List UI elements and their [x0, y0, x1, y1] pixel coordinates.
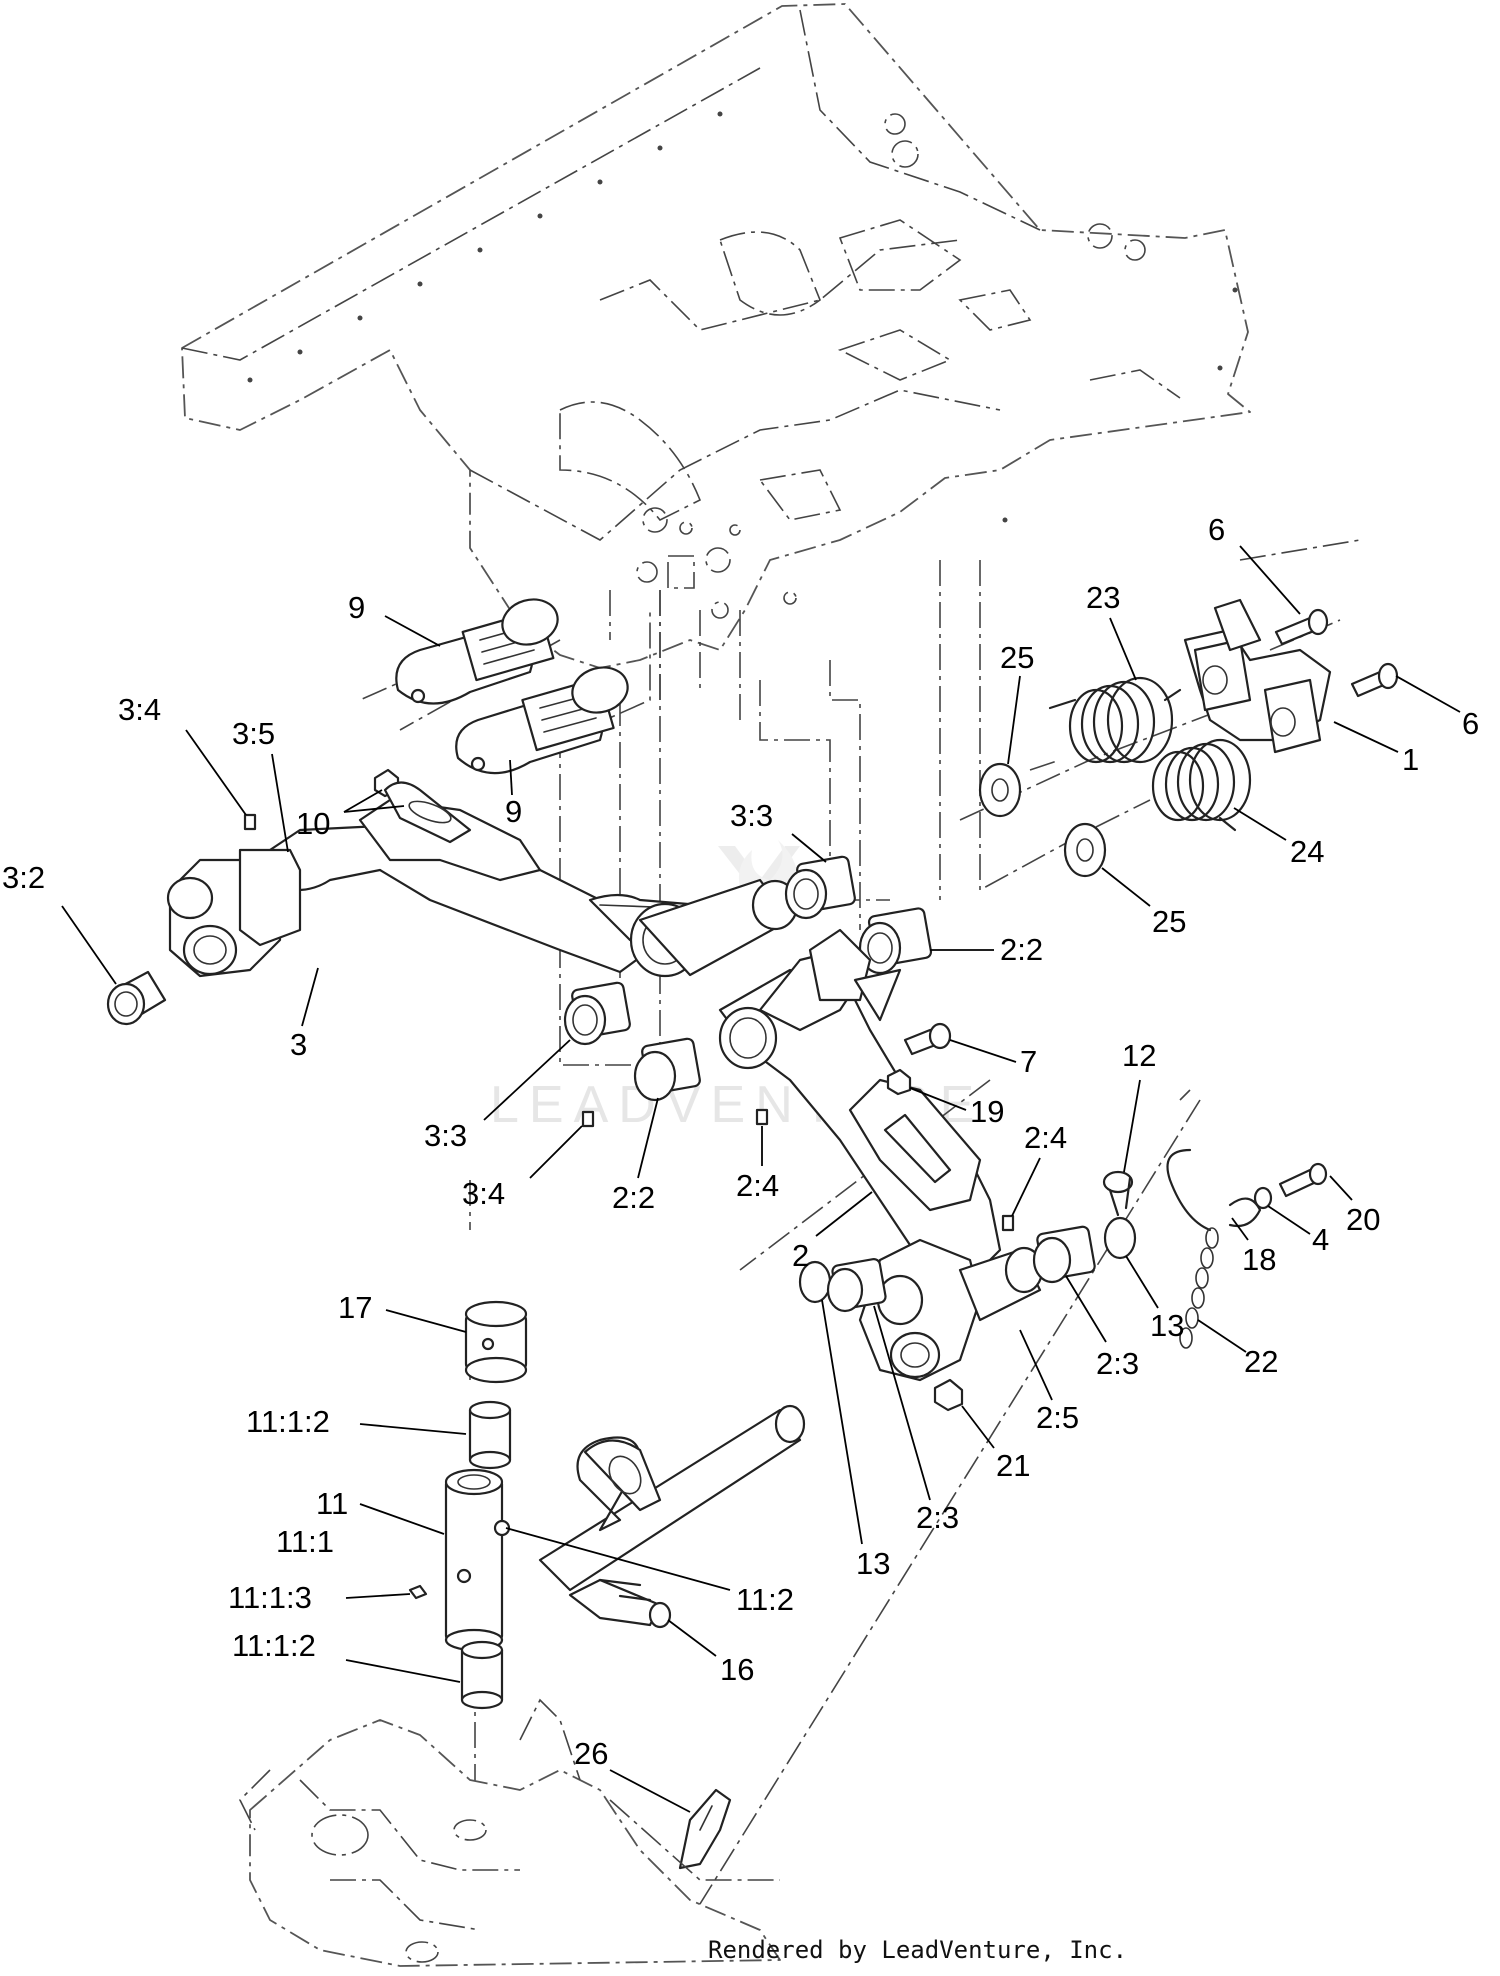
- part-26-triangle-pin: [678, 1788, 732, 1870]
- part-3-2-bushing: [106, 970, 167, 1026]
- callout-2: 2: [792, 1238, 809, 1273]
- callout-6-upper: 6: [1208, 512, 1225, 547]
- callout-2-4-a: 2:4: [736, 1168, 779, 1203]
- callout-2-3-lower: 2:3: [916, 1500, 959, 1535]
- callout-25-upper: 25: [1000, 640, 1034, 675]
- part-2-2-bushing-lower: [633, 1037, 701, 1102]
- part-2-3-bushing-lower: [826, 1258, 887, 1313]
- callout-2-5: 2:5: [1036, 1400, 1079, 1435]
- part-9-pivot-pin-upper: [395, 598, 559, 705]
- part-2-lift-arm: [718, 928, 1044, 1382]
- part-2-4-grease-fitting-a: [755, 1108, 769, 1126]
- part-23-torsion-spring: [1048, 676, 1182, 764]
- footer-credit: Rendered by LeadVenture, Inc.: [708, 1936, 1127, 1964]
- callout-26: 26: [574, 1736, 608, 1771]
- part-2-4-grease-fitting-b: [1001, 1214, 1015, 1232]
- part-12-clevis-pin: [1102, 1170, 1134, 1217]
- callout-3-5: 3:5: [232, 716, 275, 751]
- callout-11-2: 11:2: [736, 1582, 794, 1617]
- callout-24: 24: [1290, 834, 1324, 869]
- callout-3-2: 3:2: [2, 860, 45, 895]
- callout-18: 18: [1242, 1242, 1276, 1277]
- frame-mounting-dots: [247, 111, 1238, 523]
- callout-3-3-lower: 3:3: [424, 1118, 467, 1153]
- callout-11-1-3: 11:1:3: [228, 1580, 312, 1615]
- part-13-ring-upper: [1103, 1216, 1137, 1260]
- callout-23: 23: [1086, 580, 1120, 615]
- part-9-pivot-pin-lower: [455, 666, 629, 775]
- part-3-lift-arm: [166, 781, 799, 978]
- callout-2-2-upper: 2:2: [1000, 932, 1043, 967]
- part-7-bolt: [903, 1022, 952, 1056]
- part-25-washer-upper: [978, 762, 1022, 818]
- part-21-nut: [933, 1378, 964, 1412]
- callout-2-2-lower: 2:2: [612, 1180, 655, 1215]
- callout-3-3-upper: 3:3: [730, 798, 773, 833]
- callouts: 9 9 10 3:4 3:5 3:2 3 3:3 3:3 3:4 2:2 2:2: [2, 512, 1479, 1813]
- callout-7: 7: [1020, 1044, 1037, 1079]
- part-3-4-grease-fitting-lower: [581, 1110, 595, 1128]
- callout-13-lower: 13: [856, 1546, 890, 1581]
- part-3-3-bushing-upper: [784, 855, 856, 920]
- part-3-3-bushing-lower: [563, 981, 631, 1046]
- deck-frame-phantom: [239, 1698, 781, 1967]
- part-11-1-2-bushing-upper: [468, 1400, 512, 1470]
- part-11-1-2-bushing-lower: [460, 1640, 504, 1710]
- callout-1: 1: [1402, 742, 1419, 777]
- callout-19: 19: [970, 1094, 1004, 1129]
- part-2-2-bushing-upper: [858, 907, 933, 975]
- part-22-chain: [1179, 1227, 1219, 1349]
- callout-17: 17: [338, 1290, 372, 1325]
- callout-11: 11: [316, 1486, 348, 1521]
- callout-12: 12: [1122, 1038, 1156, 1073]
- callout-9-upper: 9: [348, 590, 365, 625]
- callout-11-1: 11:1: [276, 1524, 334, 1559]
- callout-9-lower: 9: [505, 794, 522, 829]
- part-1-spring-bracket: [1183, 598, 1332, 754]
- callout-21: 21: [996, 1448, 1030, 1483]
- callout-6-lower: 6: [1462, 706, 1479, 741]
- part-2-3-bushing-upper: [1032, 1225, 1096, 1284]
- callout-13-upper: 13: [1150, 1308, 1184, 1343]
- part-20-bolt: [1278, 1162, 1328, 1198]
- callout-22: 22: [1244, 1344, 1278, 1379]
- callout-3-4-lower: 3:4: [462, 1176, 505, 1211]
- callout-11-1-2-lower: 11:1:2: [232, 1628, 316, 1663]
- callout-20: 20: [1346, 1202, 1380, 1237]
- part-24-torsion-spring: [1151, 738, 1252, 832]
- callout-3-4-upper: 3:4: [118, 692, 161, 727]
- callout-4: 4: [1312, 1222, 1329, 1257]
- part-19-nut: [886, 1068, 912, 1096]
- callout-11-1-2-upper: 11:1:2: [246, 1404, 330, 1439]
- part-3-4-grease-fitting-upper: [243, 813, 257, 831]
- callout-2-4-b: 2:4: [1024, 1120, 1067, 1155]
- part-25-washer-lower: [1063, 822, 1107, 878]
- part-17-cap: [464, 1300, 528, 1384]
- part-4-washer: [1253, 1186, 1273, 1210]
- part-18-hook: [1166, 1148, 1262, 1232]
- callout-25-lower: 25: [1152, 904, 1186, 939]
- part-16-lynch-pin: [568, 1578, 672, 1629]
- part-11-1-3-grease-fitting: [408, 1584, 428, 1600]
- callout-3: 3: [290, 1027, 307, 1062]
- callout-16: 16: [720, 1652, 754, 1687]
- part-6-bolt-lower: [1350, 662, 1399, 698]
- callout-2-3-upper: 2:3: [1096, 1346, 1139, 1381]
- part-6-bolt-upper: [1274, 608, 1329, 646]
- callout-10: 10: [296, 806, 330, 841]
- frame-phantom: [181, 3, 1251, 720]
